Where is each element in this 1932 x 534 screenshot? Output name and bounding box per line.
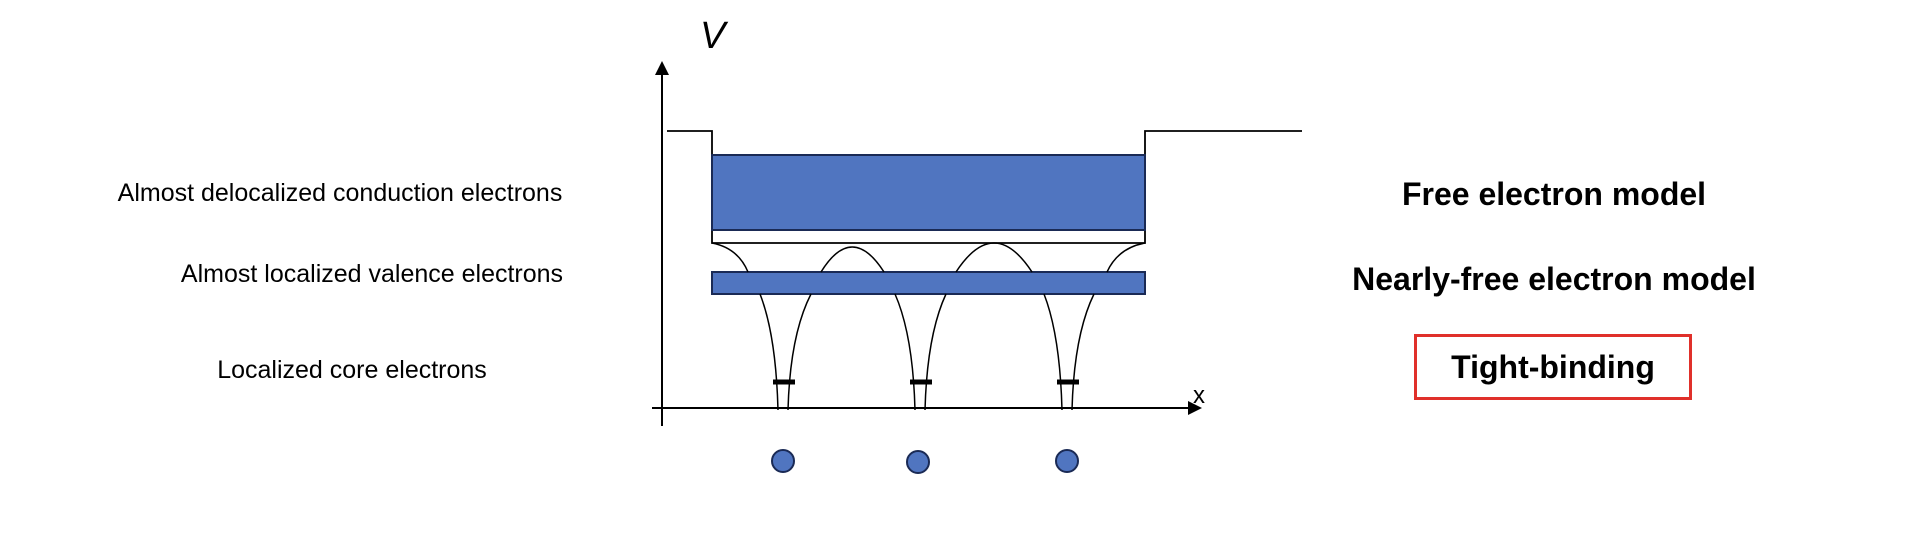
label-core-electrons: Localized core electrons [217, 356, 487, 384]
label-nearly-free-electron-model: Nearly-free electron model [1352, 261, 1756, 297]
potential-arch-left [711, 242, 749, 273]
potential-arch-1 [820, 246, 885, 273]
y-axis-label: V [700, 15, 729, 57]
conduction-band [711, 154, 1146, 231]
ion-well-3-left [1043, 293, 1063, 411]
ion-well-2-left [894, 293, 916, 411]
ion-well-3-right [1071, 293, 1095, 411]
x-axis-label: x [1193, 382, 1205, 409]
tight-binding-highlight-box: Tight-binding [1414, 334, 1692, 400]
ion-well-1-left [759, 293, 779, 411]
potential-arch-right [1106, 242, 1146, 273]
label-valence-electrons: Almost localized valence electrons [180, 260, 564, 288]
atom-2 [906, 450, 930, 474]
label-tight-binding: Tight-binding [1451, 348, 1655, 385]
label-free-electron-model: Free electron model [1401, 176, 1707, 212]
label-conduction-electrons: Almost delocalized conduction electrons [117, 179, 563, 207]
ion-well-2-right [924, 293, 947, 411]
ion-well-1-right [787, 293, 812, 411]
atom-3 [1055, 449, 1079, 473]
potential-arch-2 [955, 242, 1033, 273]
atom-1 [771, 449, 795, 473]
valence-band [711, 271, 1146, 295]
potential-well-line [667, 130, 1302, 244]
